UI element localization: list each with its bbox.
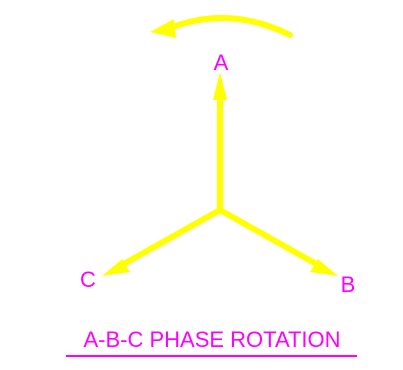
phase-a-label: A [214,50,229,75]
phase-c-vector [102,207,223,276]
phase-a-arrowhead [213,72,227,100]
phase-a-vector [213,72,227,213]
diagram-caption: A-B-C PHASE ROTATION [83,327,340,352]
rotation-arrow [150,15,293,38]
phase-b-label: B [341,272,356,297]
rotation-arc [167,15,293,38]
phase-c-label: C [80,267,96,292]
rotation-arrowhead [150,19,176,38]
phase-c-arrowhead [102,259,130,276]
phase-b-vector [217,207,338,276]
phase-b-arrowhead [310,259,338,276]
